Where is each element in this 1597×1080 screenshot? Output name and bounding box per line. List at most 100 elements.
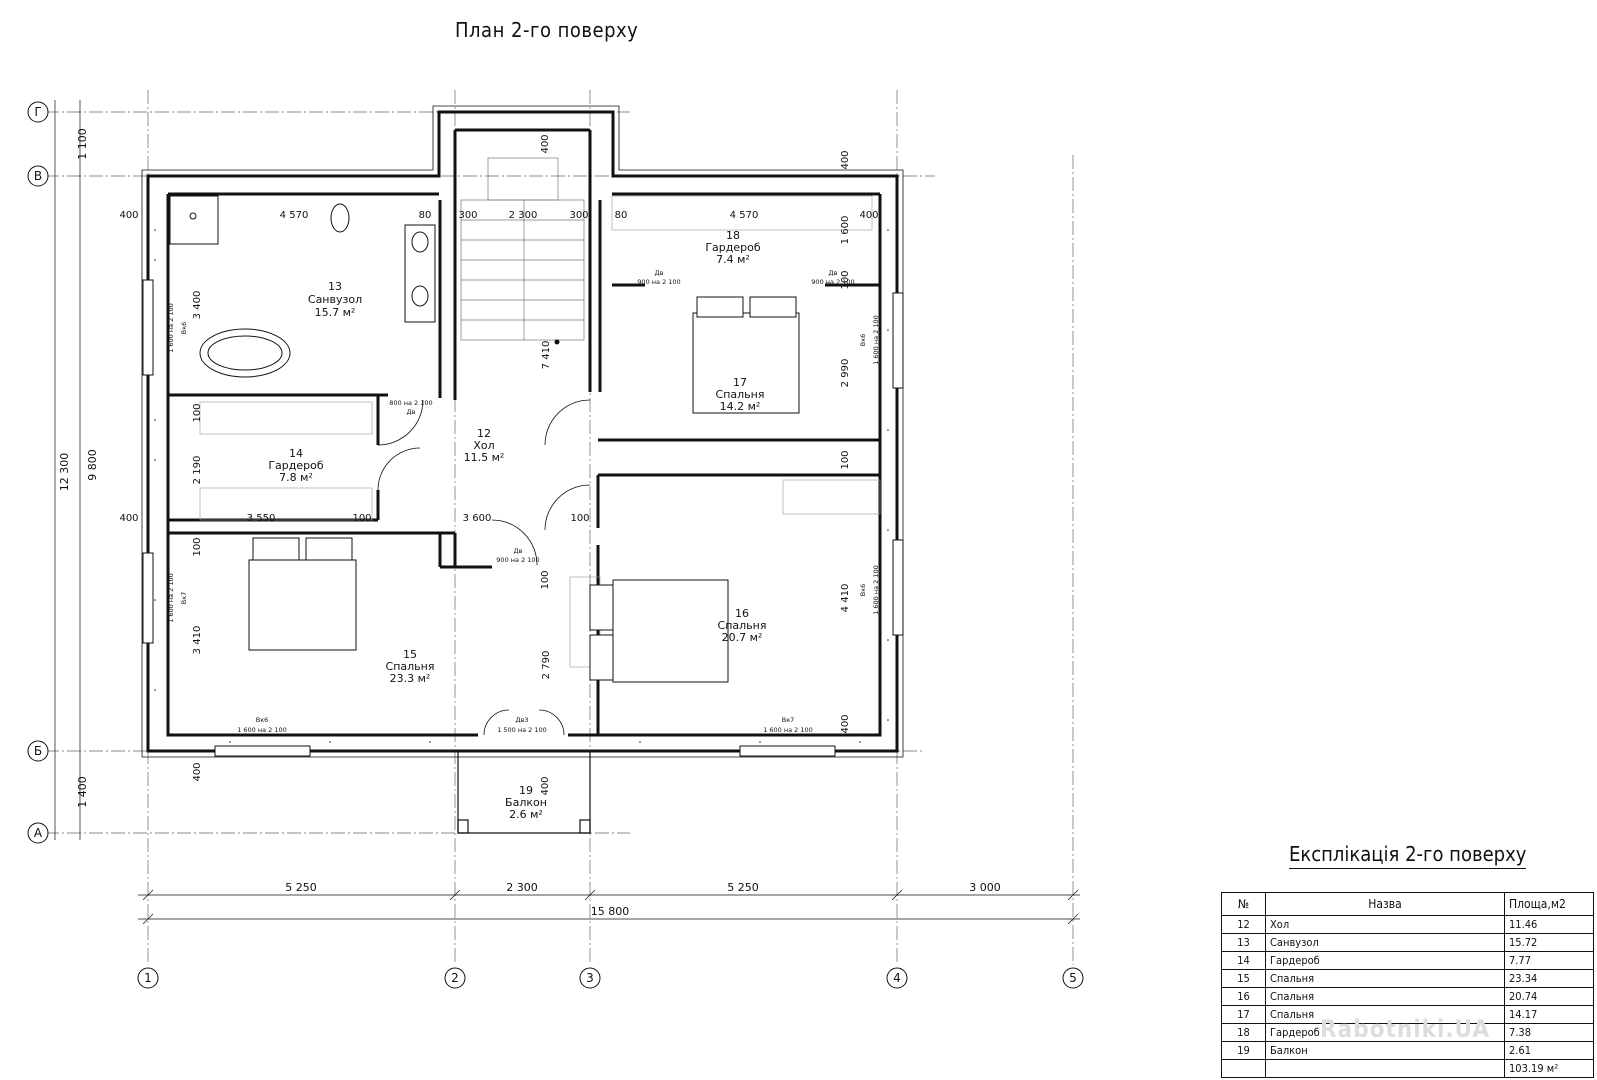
- room-12-number: 12: [477, 427, 491, 440]
- win-label-4: 1 600 на 2 100: [872, 565, 880, 615]
- door-type-2: Дв: [514, 547, 523, 555]
- win-label-2: 1 600 на 2 100: [167, 573, 175, 623]
- axis-label-5: 5: [1069, 971, 1077, 985]
- dim-400-b: 400: [859, 210, 878, 221]
- dim-400-f: 400: [840, 150, 851, 169]
- dim-400-a: 400: [119, 210, 138, 221]
- dim-3550: 3 550: [247, 513, 276, 524]
- row-area: 11.46: [1504, 915, 1594, 934]
- row-number: 19: [1221, 1041, 1266, 1060]
- room-13-number: 13: [328, 280, 342, 293]
- dim-bottom-total: 15 800: [591, 905, 630, 918]
- dim-bottom-3: 5 250: [727, 881, 759, 894]
- explication-title: Експлікація 2-го поверху: [1289, 842, 1527, 869]
- windows: [142, 279, 904, 757]
- axis-label-b: Б: [34, 744, 42, 758]
- win-type-4: Вк6: [859, 584, 867, 597]
- win-type-5: Вк6: [256, 716, 269, 724]
- door-type-5: Дв3: [515, 716, 528, 724]
- dim-left-3: 12 300: [58, 453, 71, 492]
- dim-400-h: 400: [192, 762, 203, 781]
- dim-7410: 7 410: [541, 341, 552, 370]
- row-number: 13: [1221, 933, 1266, 952]
- dim-100-e: 100: [840, 450, 851, 469]
- dim-100-a: 100: [352, 513, 371, 524]
- dim-4410: 4 410: [840, 584, 851, 613]
- row-number: 14: [1221, 951, 1266, 970]
- axis-label-v: В: [34, 169, 42, 183]
- dim-2300-a: 2 300: [509, 210, 538, 221]
- row-number: 16: [1221, 987, 1266, 1006]
- room-16-number: 16: [735, 607, 749, 620]
- row-number: 17: [1221, 1005, 1266, 1024]
- dim-300-b: 300: [569, 210, 588, 221]
- axis-label-1: 1: [144, 971, 152, 985]
- room-15-number: 15: [403, 648, 417, 661]
- dim-2990: 2 990: [840, 359, 851, 388]
- row-name: Спальня: [1265, 969, 1505, 988]
- wall-hatching: [154, 229, 889, 743]
- row-area: 2.61: [1504, 1041, 1594, 1060]
- room-12-name: Хол: [473, 439, 494, 452]
- row-area: 23.34: [1504, 969, 1594, 988]
- dim-400-d: 400: [540, 776, 551, 795]
- dim-3600: 3 600: [463, 513, 492, 524]
- table-total-row: 103.19 м²: [1221, 1059, 1594, 1078]
- row-area: 7.77: [1504, 951, 1594, 970]
- win-type-1: Вк6: [180, 322, 188, 335]
- dim-2190: 2 190: [192, 456, 203, 485]
- row-name: Спальня: [1265, 1005, 1505, 1024]
- dim-3410: 3 410: [192, 626, 203, 655]
- dim-400-e: 400: [540, 134, 551, 153]
- win-type-2: Вк7: [180, 592, 188, 605]
- dim-100-g: 100: [192, 537, 203, 556]
- dim-4570-b: 4 570: [730, 210, 759, 221]
- dim-100-d: 100: [840, 270, 851, 289]
- room-13-name: Санвузол: [308, 293, 362, 306]
- room-16-area: 20.7 м²: [722, 631, 763, 644]
- door-label-1: 800 на 2 100: [389, 399, 432, 407]
- dim-300-a: 300: [458, 210, 477, 221]
- room-18-name: Гардероб: [705, 241, 761, 254]
- dim-bottom-4: 3 000: [969, 881, 1001, 894]
- dim-left-1: 1 100: [76, 128, 89, 160]
- axis-grid: [45, 90, 1074, 965]
- dim-bottom-2: 2 300: [506, 881, 538, 894]
- door-label-5: 1 500 на 2 100: [497, 726, 547, 734]
- dim-400-c: 400: [119, 513, 138, 524]
- room-15-name: Спальня: [386, 660, 435, 673]
- room-15-area: 23.3 м²: [390, 672, 431, 685]
- table-header: № Назва Площа,м2: [1221, 892, 1594, 916]
- dim-80-b: 80: [615, 210, 628, 221]
- row-area: 7.38: [1504, 1023, 1594, 1042]
- row-area: 14.17: [1504, 1005, 1594, 1024]
- dim-1600: 1 600: [840, 216, 851, 245]
- door-label-3: 900 на 2 100: [637, 278, 680, 286]
- row-number: 18: [1221, 1023, 1266, 1042]
- row-area: 15.72: [1504, 933, 1594, 952]
- win-label-6: 1 600 на 2 100: [763, 726, 813, 734]
- room-19-area: 2.6 м²: [509, 808, 543, 821]
- room-12-area: 11.5 м²: [464, 451, 505, 464]
- dim-3400: 3 400: [192, 291, 203, 320]
- room-17-number: 17: [733, 376, 747, 389]
- beds: [248, 296, 800, 683]
- room-14-name: Гардероб: [268, 459, 324, 472]
- dim-4570-a: 4 570: [280, 210, 309, 221]
- door-label-2: 900 на 2 100: [496, 556, 539, 564]
- room-14-number: 14: [289, 447, 303, 460]
- win-label-5: 1 600 на 2 100: [237, 726, 287, 734]
- room-17-name: Спальня: [716, 388, 765, 401]
- win-type-3: Вк6: [859, 334, 867, 347]
- watermark: Rabotniki.UA: [1320, 1015, 1491, 1043]
- row-name: Санвузол: [1265, 933, 1505, 952]
- row-name: Спальня: [1265, 987, 1505, 1006]
- axis-label-4: 4: [893, 971, 901, 985]
- row-name: Хол: [1265, 915, 1505, 934]
- axis-label-2: 2: [451, 971, 459, 985]
